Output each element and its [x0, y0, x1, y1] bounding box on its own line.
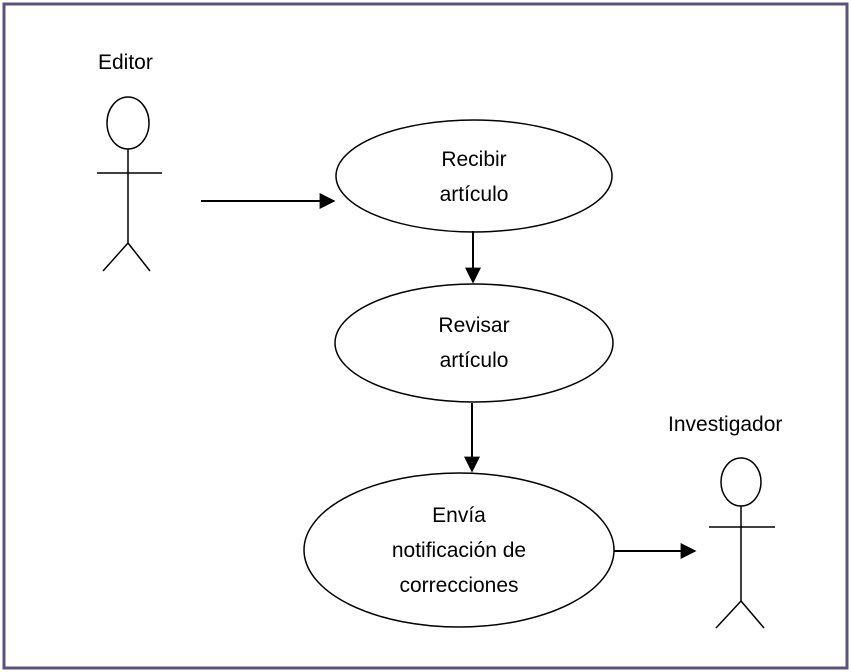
actor-editor-label: Editor	[98, 51, 153, 74]
use-case-line: notificación de	[392, 539, 526, 562]
use-case-line: Revisar	[438, 314, 509, 337]
use-case-line: artículo	[440, 349, 509, 372]
use-case-ellipse	[334, 283, 614, 403]
actor-investigador-label: Investigador	[668, 413, 782, 436]
use-case-envia-notificacion: Envía notificación de correcciones	[303, 472, 615, 628]
use-case-line: artículo	[440, 183, 509, 206]
stick-figure-icon	[97, 96, 162, 272]
use-case-ellipse	[335, 119, 613, 233]
use-case-revisar-articulo: Revisar artículo	[334, 283, 614, 403]
stick-figure-icon	[709, 457, 775, 629]
use-case-recibir-articulo: Recibir artículo	[335, 119, 613, 233]
use-case-line: correcciones	[399, 574, 518, 597]
actor-investigador: Investigador	[668, 413, 782, 629]
use-case-line: Envía	[432, 504, 486, 527]
use-case-line: Recibir	[441, 148, 506, 171]
actor-editor: Editor	[97, 51, 162, 272]
